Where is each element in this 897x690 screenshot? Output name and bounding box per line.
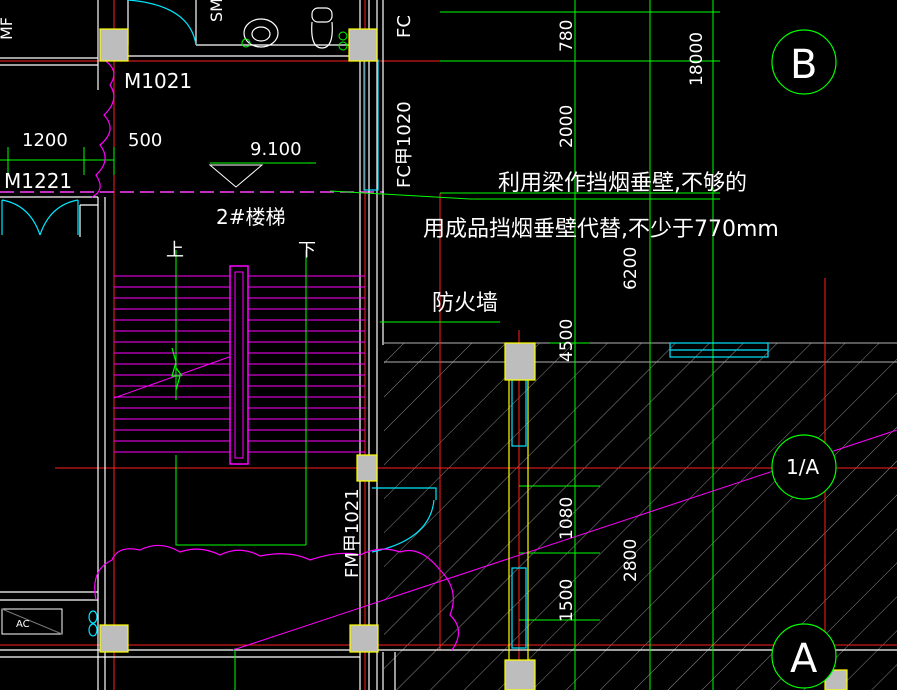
columns (99, 28, 848, 690)
stair-name: 2#楼梯 (216, 205, 285, 229)
dim-1200: 1200 (22, 130, 68, 151)
ac-unit-hatch (1, 608, 63, 635)
fire-wall-label: 防火墙 (432, 291, 498, 316)
stair-down-label: 下 (298, 240, 316, 261)
toilet-fixtures (243, 7, 333, 49)
ac-unit (1, 608, 63, 635)
revision-cloud-bottom (94, 544, 460, 651)
label-m1221: M1221 (4, 169, 72, 193)
stair-handrail-inner (234, 271, 244, 459)
dim-1500: 1500 (557, 579, 577, 622)
label-fc-1020: FC甲1020 (394, 101, 415, 188)
label-m1021: M1021 (124, 69, 192, 93)
label-fc-top: FC (394, 15, 415, 38)
elevation-value: 9.100 (250, 139, 302, 160)
dim-780: 780 (557, 20, 577, 52)
dim-2000: 2000 (557, 105, 577, 148)
stair-handrail (229, 265, 249, 465)
dim-2800: 2800 (621, 539, 641, 582)
grid-axis-1a: 1/A (786, 455, 819, 479)
grid-bubbles (771, 29, 837, 689)
label-ac: AC (16, 619, 30, 630)
note-line-1: 利用梁作挡烟垂壁,不够的 (498, 171, 747, 196)
door-frames (508, 380, 529, 660)
dim-6200: 6200 (621, 247, 641, 290)
stair-break-symbol (171, 347, 183, 391)
dimension-lines (0, 0, 720, 690)
grid-axis-a: A (790, 636, 818, 682)
dim-500: 500 (128, 130, 162, 151)
label-sm: SM (207, 0, 226, 22)
dim-1080: 1080 (557, 497, 577, 540)
label-fm-1021: FM甲1021 (342, 488, 363, 578)
dim-18000: 18000 (687, 32, 707, 86)
grid-axis-b: B (790, 42, 817, 88)
label-mf-top: MF (0, 17, 16, 40)
green-hardware (241, 31, 348, 51)
stair-landing-outline (175, 455, 306, 546)
note-line-2: 用成品挡烟垂壁代替,不少于770mm (423, 217, 779, 242)
revision-cloud-left (91, 59, 115, 198)
stair-up-label: 上 (166, 240, 184, 261)
elevation-triangle (208, 164, 264, 188)
dim-4500: 4500 (557, 319, 577, 362)
